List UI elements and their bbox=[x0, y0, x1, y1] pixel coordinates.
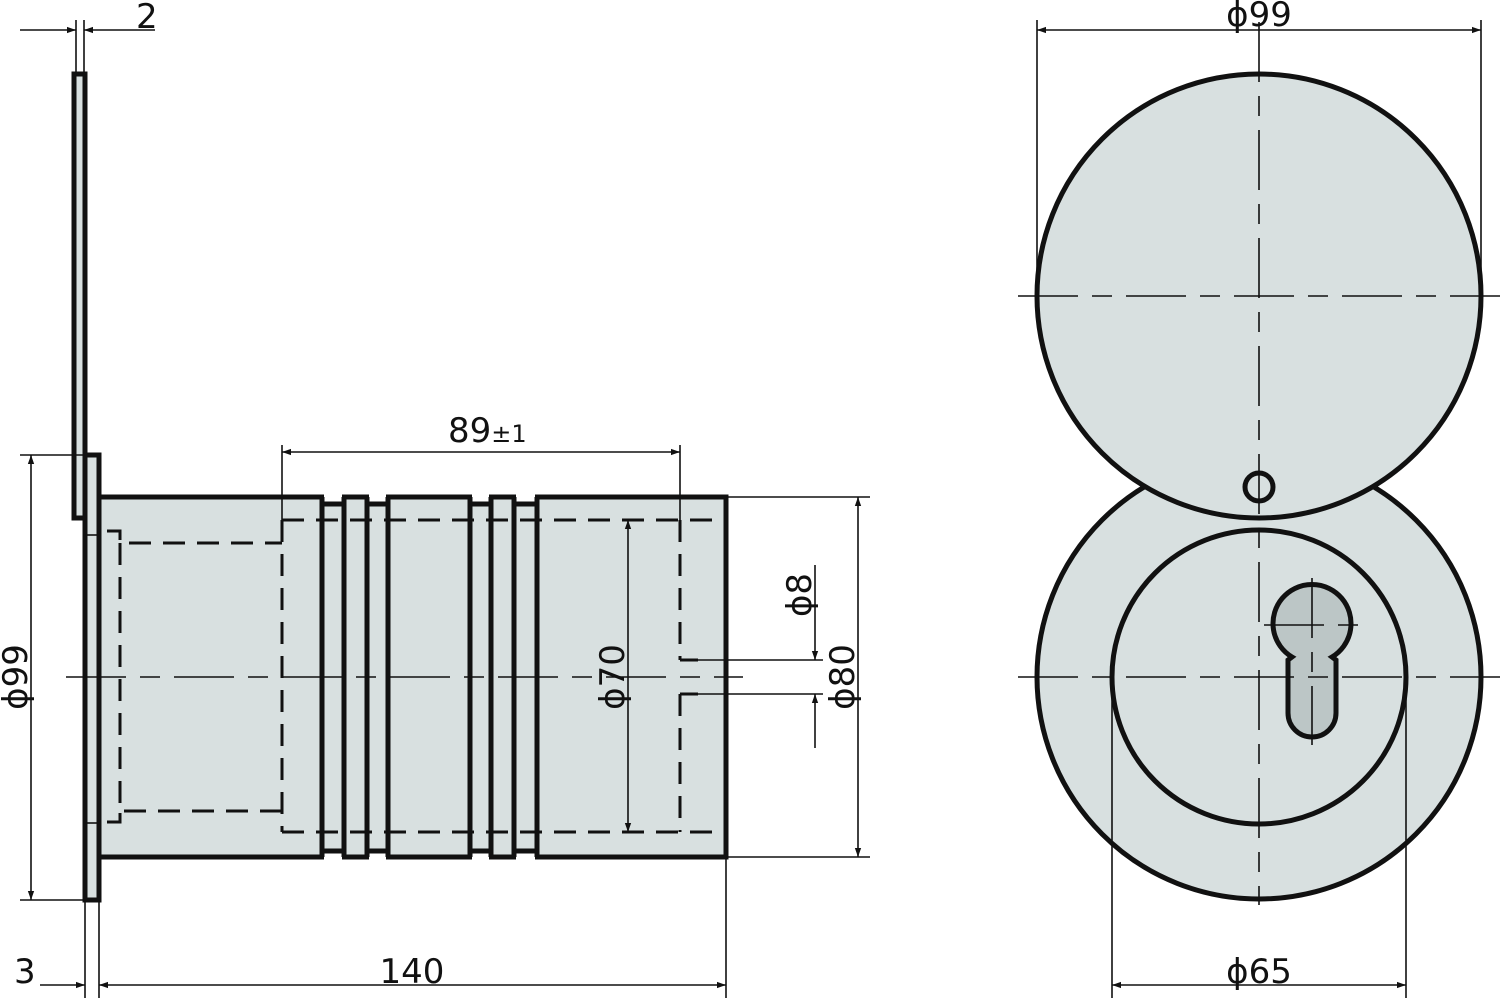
dim-flange-dia: ϕ99 bbox=[0, 644, 36, 710]
dim-plate-thickness: 2 bbox=[136, 0, 158, 37]
side-view: 2 89±1 ϕ99 ϕ70 ϕ8 ϕ80 3 140 bbox=[0, 0, 870, 998]
dim-hole-dia: ϕ8 bbox=[780, 573, 820, 617]
dim-flange-thickness: 3 bbox=[14, 952, 36, 992]
dim-hole-spacing: 89±1 bbox=[448, 411, 527, 451]
dim-inner-ring-dia: ϕ65 bbox=[1226, 952, 1292, 992]
dim-inner-dia: ϕ70 bbox=[593, 644, 633, 710]
dim-length: 140 bbox=[380, 952, 445, 992]
front-view: ϕ99 ϕ65 bbox=[1018, 0, 1500, 998]
hidden-lines bbox=[107, 518, 726, 834]
dim-body-dia: ϕ80 bbox=[823, 644, 863, 710]
dim-cover-dia: ϕ99 bbox=[1226, 0, 1292, 35]
cover-plate bbox=[71, 71, 88, 521]
